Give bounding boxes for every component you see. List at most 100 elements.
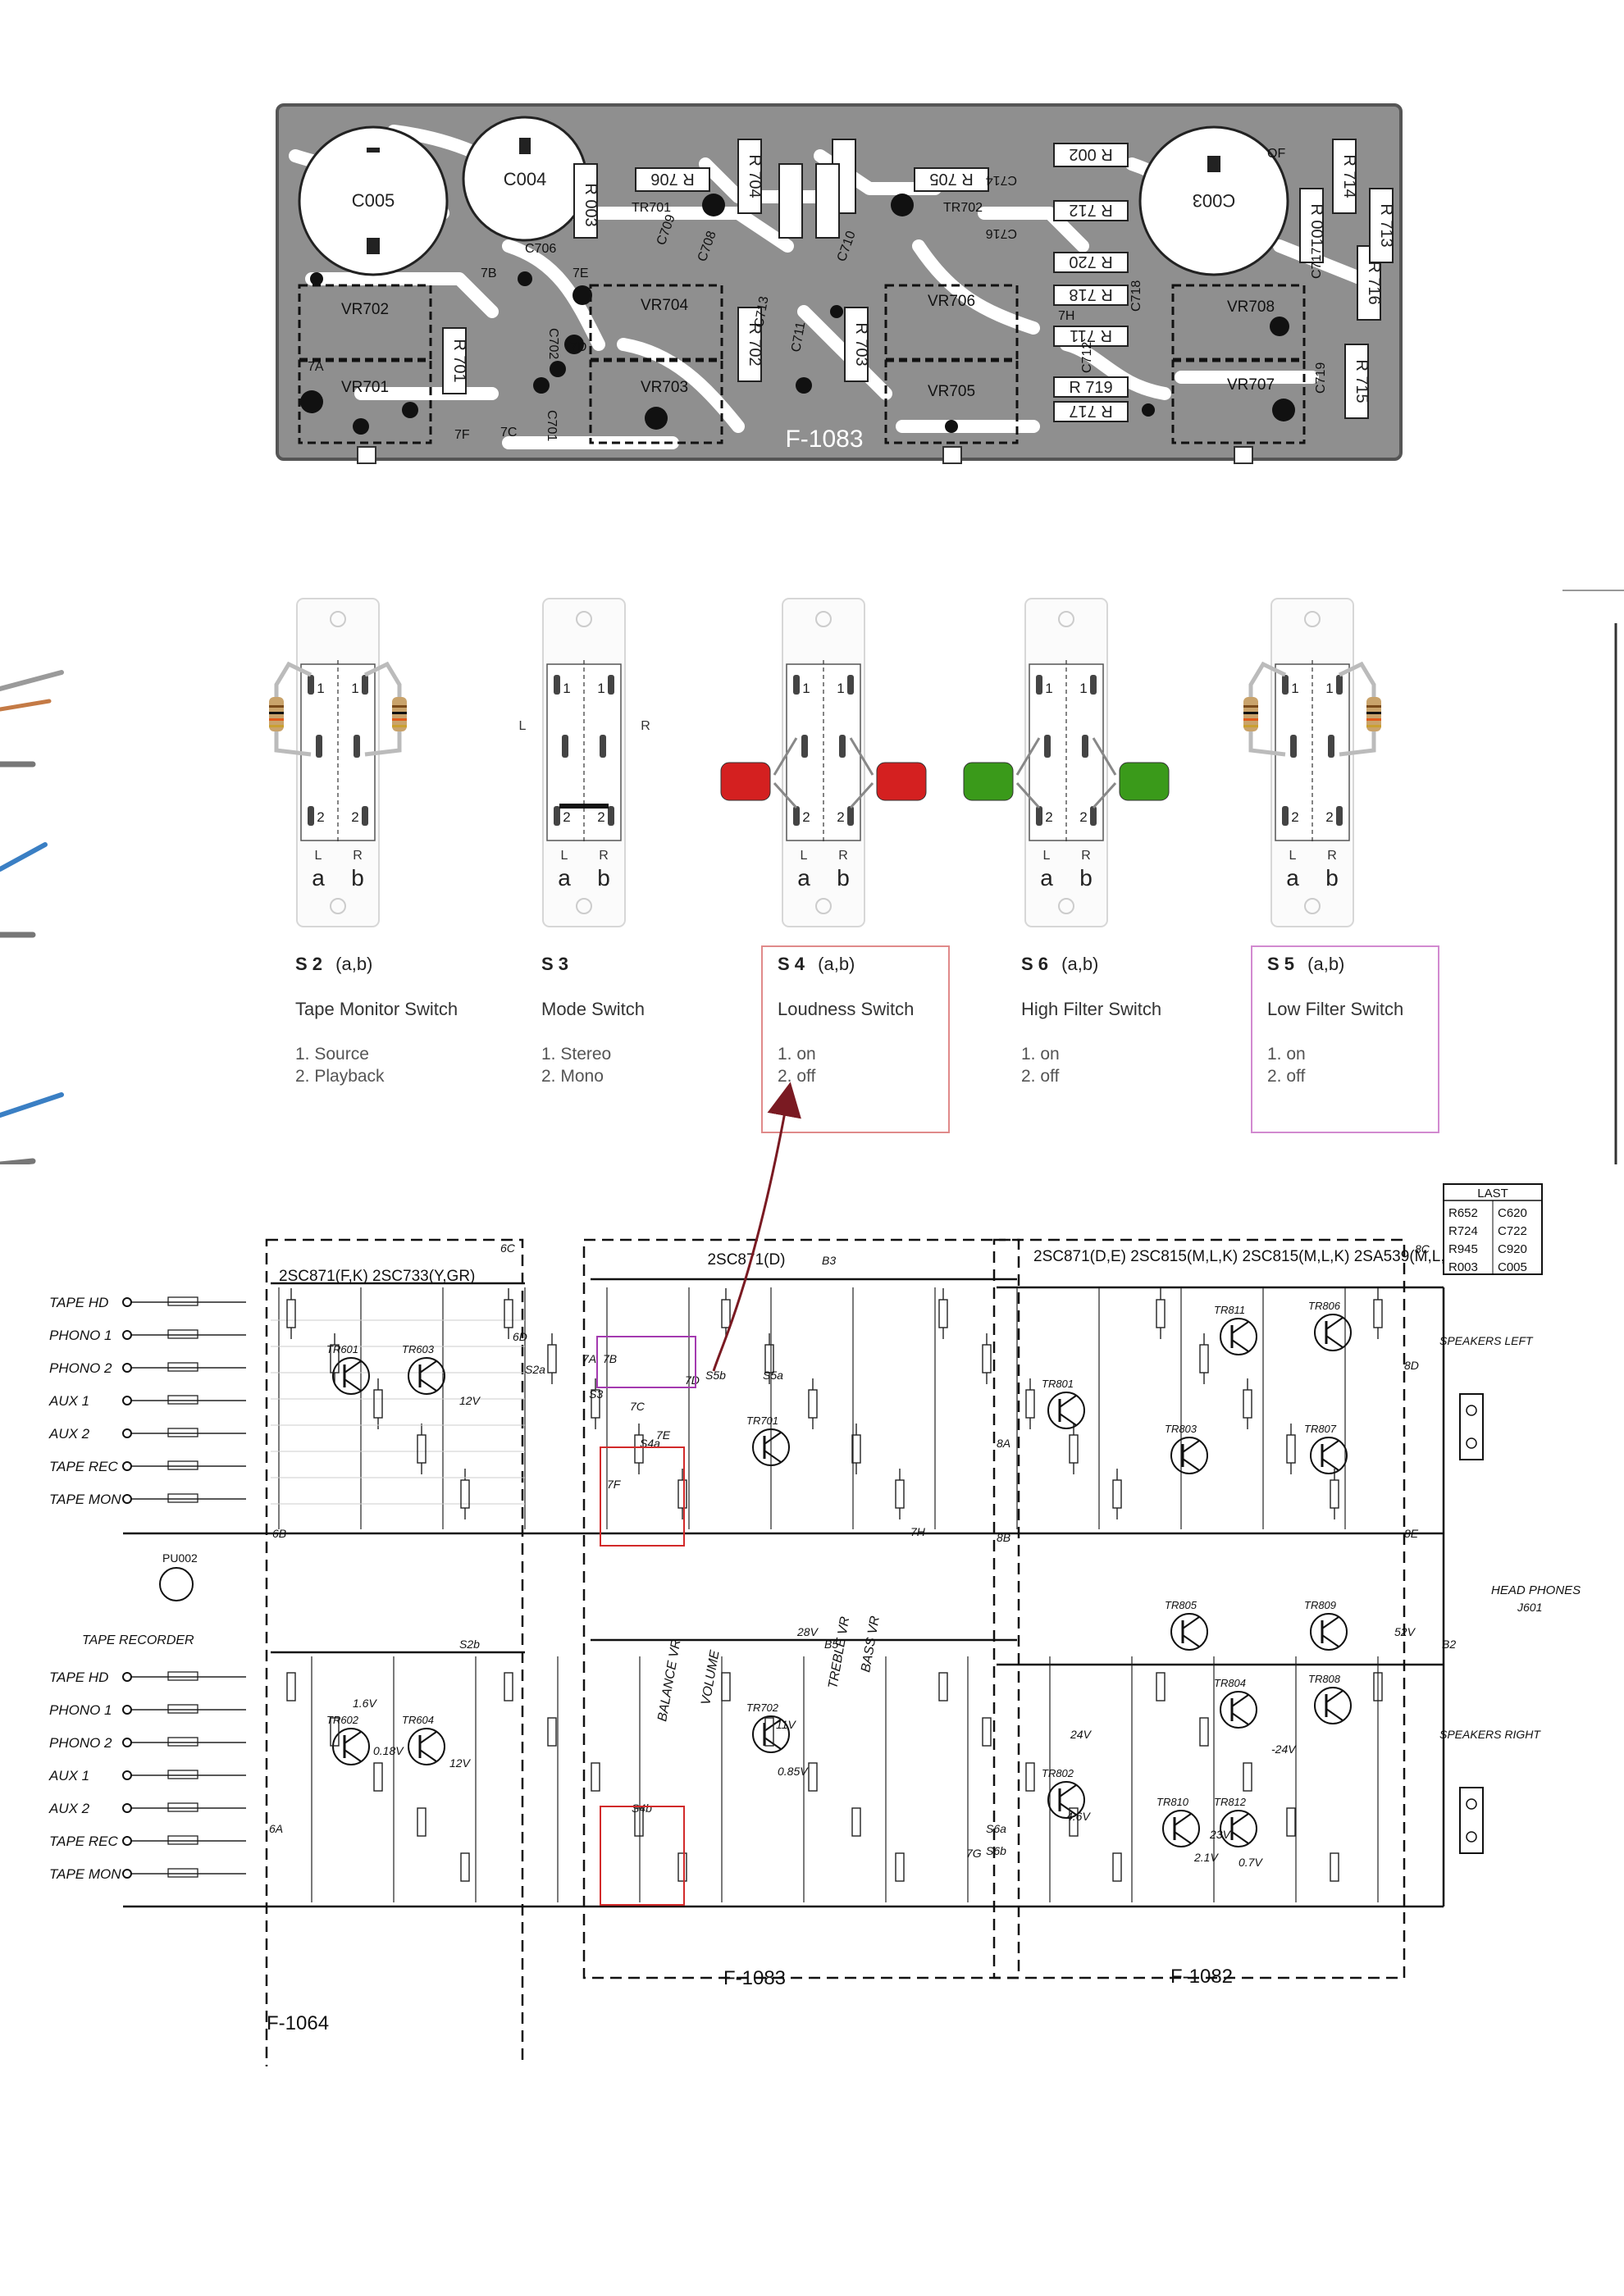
terminal-2-label: 2: [317, 809, 324, 825]
pcb-resistors: [442, 139, 1394, 422]
node-label: 8E: [1404, 1527, 1419, 1540]
vr704-label: VR704: [641, 297, 689, 314]
pole-b-label: b: [597, 865, 610, 891]
switch-3-options: 1. on 2. off: [778, 1043, 816, 1087]
terminal-2-label: 2: [563, 809, 570, 825]
resistor-lead: [1248, 661, 1287, 757]
switch-common-lug: [354, 735, 360, 758]
resistor-symbol: [677, 1479, 687, 1509]
transistor-label: TR804: [1214, 1677, 1246, 1689]
s4a-highlight-box: [600, 1446, 685, 1547]
block-f1064-header: 2SC871(F,K) 2SC733(Y,GR): [279, 1268, 475, 1285]
capacitor-lead: [1092, 737, 1117, 776]
channel-r-label: R: [599, 849, 609, 863]
channel-r-label: R: [1327, 849, 1337, 863]
switch-option: 1. on: [778, 1045, 816, 1064]
node-label: 8C: [1415, 1242, 1430, 1255]
vr705-label: VR705: [928, 383, 975, 400]
switch-1-title: S 2 (a,b): [295, 954, 372, 975]
pcb-pot-frames: [298, 284, 1306, 444]
last-table-c1: C620: [1498, 1206, 1527, 1220]
transistor-label: TR805: [1165, 1599, 1197, 1611]
transistor-label: TR811: [1214, 1304, 1245, 1316]
node-label: 7B: [603, 1352, 617, 1365]
transistor-label: TR702: [746, 1702, 779, 1714]
r705-label: R 705: [929, 170, 973, 188]
terminal-1-label: 1: [317, 681, 324, 696]
of-label: OF: [1267, 147, 1285, 161]
last-table-c4: C005: [1498, 1260, 1527, 1274]
r717-label: R 717: [1069, 402, 1112, 420]
switch-lug: [793, 675, 800, 695]
switch-id: S 2: [295, 954, 323, 974]
input-jack: [122, 1803, 132, 1813]
switch-lug: [554, 806, 560, 826]
pole-b-label: b: [351, 865, 364, 891]
channel-r-label: R: [1081, 849, 1091, 863]
node-label: S3: [589, 1387, 603, 1401]
transistor-symbol: [1047, 1392, 1085, 1429]
resistor-symbol: [1069, 1434, 1079, 1464]
transistor-symbol: [1170, 1437, 1208, 1474]
resistor-symbol: [373, 1389, 383, 1419]
resistor-symbol: [417, 1807, 427, 1837]
pole-b-label: b: [1325, 865, 1339, 891]
mount-hole: [1058, 898, 1074, 914]
bottom-input-label: TAPE MON: [49, 1866, 121, 1882]
switch-option: 1. on: [1021, 1045, 1060, 1064]
node-7a-label: 7A: [308, 360, 324, 374]
capacitor-body: [876, 762, 927, 801]
capacitor-c004: C004: [462, 116, 588, 242]
node-label: 7G: [966, 1847, 982, 1860]
terminal-2-label: 2: [1291, 809, 1298, 825]
resistor-symbol: [677, 1852, 687, 1882]
pole-a-label: a: [797, 865, 810, 891]
node-label: 6C: [500, 1241, 516, 1255]
pcb-edge-tabs: [357, 446, 1253, 464]
r714-label: R 714: [1340, 154, 1358, 198]
last-table-r4: R003: [1448, 1260, 1478, 1274]
node-label: 7F: [607, 1478, 622, 1491]
resistor-symbol: [634, 1807, 644, 1837]
switch-5-title: S 5 (a,b): [1267, 954, 1344, 975]
switch-suffix: (a,b): [1302, 954, 1345, 974]
treble-vr-label: TREBLE VR: [826, 1615, 852, 1690]
volume-label: VOLUME: [699, 1649, 723, 1706]
block-f1083-label: F-1083: [723, 1967, 786, 1989]
input-jack: [122, 1330, 132, 1340]
capacitor-lead: [773, 737, 798, 776]
top-input-label: AUX 2: [48, 1426, 90, 1442]
c713-label: C713: [752, 295, 771, 329]
switch-4-title: S 6 (a,b): [1021, 954, 1098, 975]
resistor-symbol: [721, 1299, 731, 1328]
input-jack: [122, 1705, 132, 1715]
pcb-resistor-labels: R 003 R 706 R 705 R 002 R 712 R 720 R 71…: [450, 145, 1395, 420]
terminal-2-label: 2: [1079, 809, 1087, 825]
switch-suffix: (a,b): [1056, 954, 1099, 974]
mount-hole: [330, 611, 346, 627]
vr702-label: VR702: [341, 301, 389, 318]
r703-label: R 703: [852, 322, 870, 366]
node-label: B5: [824, 1638, 838, 1651]
voltage-label: -24V: [1271, 1742, 1297, 1756]
block-f1082-header: 2SC871(D,E) 2SC815(M,L,K) 2SC815(M,L,K) …: [1033, 1248, 1521, 1265]
switch-4-options: 1. on 2. off: [1021, 1043, 1060, 1087]
switch-option: 2. off: [778, 1067, 816, 1086]
resistor-symbol: [1243, 1389, 1252, 1419]
terminal-2-label: 2: [802, 809, 810, 825]
node-label: 7H: [910, 1525, 926, 1538]
voltage-label: 28V: [796, 1625, 819, 1638]
c702-label: C702: [546, 328, 560, 359]
transistor-symbol: [1220, 1691, 1257, 1729]
voltage-label: 12V: [459, 1394, 481, 1407]
transistor-symbol: [752, 1428, 790, 1466]
node-label: 8A: [997, 1437, 1010, 1450]
node-label: 6B: [272, 1527, 286, 1540]
transistor-symbol: [1170, 1613, 1208, 1651]
pu-label: PU002: [162, 1551, 198, 1565]
r704-label: R 704: [746, 154, 764, 198]
capacitor-lead: [773, 781, 798, 809]
resistor-lead: [274, 661, 312, 757]
switch-option: 2. off: [1021, 1067, 1060, 1086]
